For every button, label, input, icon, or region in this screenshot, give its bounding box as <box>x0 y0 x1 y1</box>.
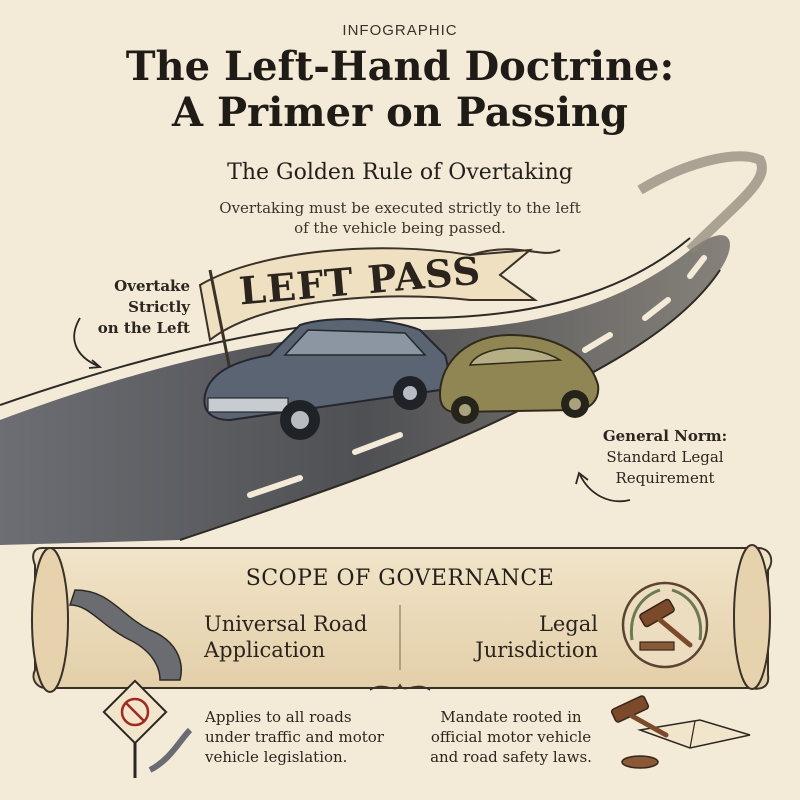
scope-right-description-line-1: Mandate rooted in <box>440 708 582 726</box>
scope-right-heading: Legal Jurisdiction <box>410 611 598 663</box>
rule-description-line-2: of the vehicle being passed. <box>294 219 506 237</box>
gavel-emblem-icon <box>621 581 709 669</box>
scope-right-heading-line-1: Legal <box>538 612 598 636</box>
scope-right-description-line-3: and road safety laws. <box>430 748 592 766</box>
right-note-line-3: Requirement <box>615 469 715 487</box>
scope-left-heading-line-2: Application <box>204 638 326 662</box>
scope-left-description-line-3: vehicle legislation. <box>205 748 348 766</box>
left-note-line-2: Strictly <box>128 298 190 316</box>
scope-right-description: Mandate rooted in official motor vehicle… <box>422 707 600 767</box>
scope-title: SCOPE OF GOVERNANCE <box>245 566 555 591</box>
rule-description: Overtaking must be executed strictly to … <box>200 198 600 238</box>
page-title: The Left-Hand Doctrine: A Primer on Pass… <box>0 44 800 136</box>
scroll-frame <box>31 544 773 693</box>
scope-right-description-line-2: official motor vehicle <box>430 728 592 746</box>
no-turn-sign-icon <box>102 679 193 778</box>
beetle-car-icon <box>438 333 600 424</box>
scope-left-description-line-2: under traffic and motor <box>205 728 384 746</box>
scope-left-description-line-1: Applies to all roads <box>205 708 352 726</box>
rule-description-line-1: Overtaking must be executed strictly to … <box>219 199 581 217</box>
winding-road-icon <box>68 589 182 681</box>
classic-car-icon <box>203 317 449 440</box>
eyebrow-label: INFOGRAPHIC <box>342 22 458 39</box>
page-title-line-1: The Left-Hand Doctrine: <box>125 43 675 90</box>
right-note-line-2: Standard Legal <box>606 448 724 466</box>
left-note: Overtake Strictly on the Left <box>60 276 190 339</box>
banner-icon <box>198 247 561 371</box>
scope-left-heading-line-1: Universal Road <box>204 612 368 636</box>
right-note-line-1: General Norm: <box>602 427 728 445</box>
scope-left-heading: Universal Road Application <box>204 611 394 663</box>
scope-left-description: Applies to all roads under traffic and m… <box>205 707 415 767</box>
right-note: General Norm: Standard Legal Requirement <box>570 426 760 489</box>
gavel-book-icon <box>610 695 751 769</box>
scope-right-heading-line-2: Jurisdiction <box>475 638 598 662</box>
page-title-line-2: A Primer on Passing <box>172 89 628 136</box>
left-note-line-3: on the Left <box>97 319 190 337</box>
rule-heading: The Golden Rule of Overtaking <box>227 160 573 185</box>
left-note-line-1: Overtake <box>114 277 190 295</box>
